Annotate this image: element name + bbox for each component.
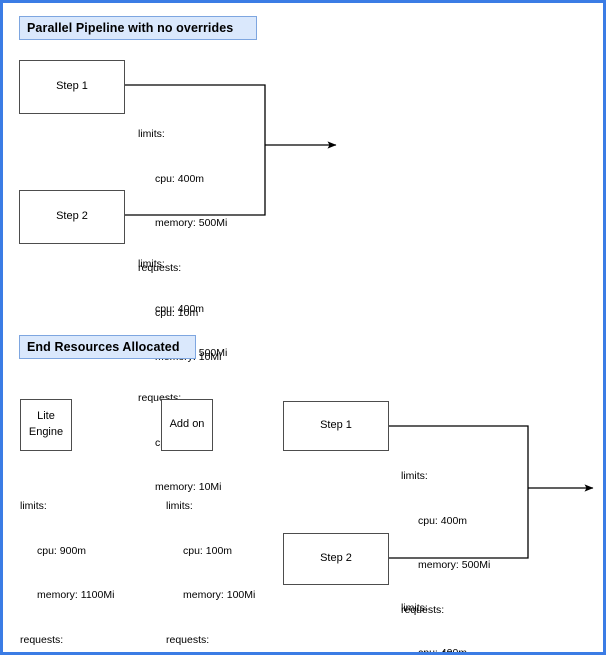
- limits-label: limits:: [401, 469, 428, 482]
- limits-memory: memory: 500Mi: [418, 559, 491, 572]
- node-add-on[interactable]: Add on: [161, 399, 213, 451]
- node-top-step-2-label: Step 2: [56, 210, 88, 223]
- requests-label: requests:: [166, 633, 210, 646]
- node-add-on-label: Add on: [169, 418, 205, 431]
- requests-label: requests:: [138, 261, 182, 274]
- resources-bottom-step-1: limits: cpu: 400m memory: 500Mi requests…: [401, 439, 491, 655]
- requests-memory: memory: 10Mi: [155, 481, 222, 494]
- limits-cpu: cpu: 900m: [37, 544, 87, 557]
- limits-label: limits:: [138, 257, 165, 270]
- node-bottom-step-1-label: Step 1: [320, 419, 352, 432]
- resources-lite-engine: limits: cpu: 900m memory: 1100Mi request…: [20, 469, 115, 652]
- limits-memory: memory: 100Mi: [183, 589, 256, 602]
- limits-cpu: cpu: 400m: [155, 172, 205, 185]
- node-lite-engine-label-line-2: Engine: [28, 426, 64, 438]
- section-header-parallel-pipeline: Parallel Pipeline with no overrides: [19, 16, 257, 40]
- limits-label: limits:: [138, 127, 165, 140]
- requests-cpu: cpu: 10m: [155, 306, 199, 319]
- limits-cpu: cpu: 400m: [418, 646, 468, 655]
- limits-label: limits:: [166, 499, 193, 512]
- limits-label: limits:: [401, 601, 428, 614]
- limits-label: limits:: [20, 499, 47, 512]
- limits-cpu: cpu: 400m: [155, 302, 205, 315]
- node-top-step-1-label: Step 1: [56, 80, 88, 93]
- limits-memory: memory: 500Mi: [155, 217, 228, 230]
- node-top-step-2[interactable]: Step 2: [19, 190, 125, 244]
- limits-cpu: cpu: 400m: [418, 514, 468, 527]
- node-bottom-step-1[interactable]: Step 1: [283, 401, 389, 451]
- resources-bottom-step-2: limits: cpu: 400m memory: 500Mi requests…: [401, 571, 490, 655]
- limits-memory: memory: 1100Mi: [37, 589, 115, 602]
- node-bottom-step-2[interactable]: Step 2: [283, 533, 389, 585]
- requests-label: requests:: [20, 633, 64, 646]
- node-lite-engine[interactable]: Lite Engine: [20, 399, 72, 451]
- resources-add-on: limits: cpu: 100m memory: 100Mi requests…: [166, 469, 256, 652]
- limits-cpu: cpu: 100m: [183, 544, 233, 557]
- section-header-end-resources-allocated: End Resources Allocated: [19, 335, 196, 359]
- requests-cpu: cpu: 10m: [418, 648, 462, 655]
- node-top-step-1[interactable]: Step 1: [19, 60, 125, 114]
- node-bottom-step-2-label: Step 2: [320, 552, 352, 565]
- node-lite-engine-label-line-1: Lite: [37, 410, 55, 423]
- requests-label: requests:: [401, 603, 445, 616]
